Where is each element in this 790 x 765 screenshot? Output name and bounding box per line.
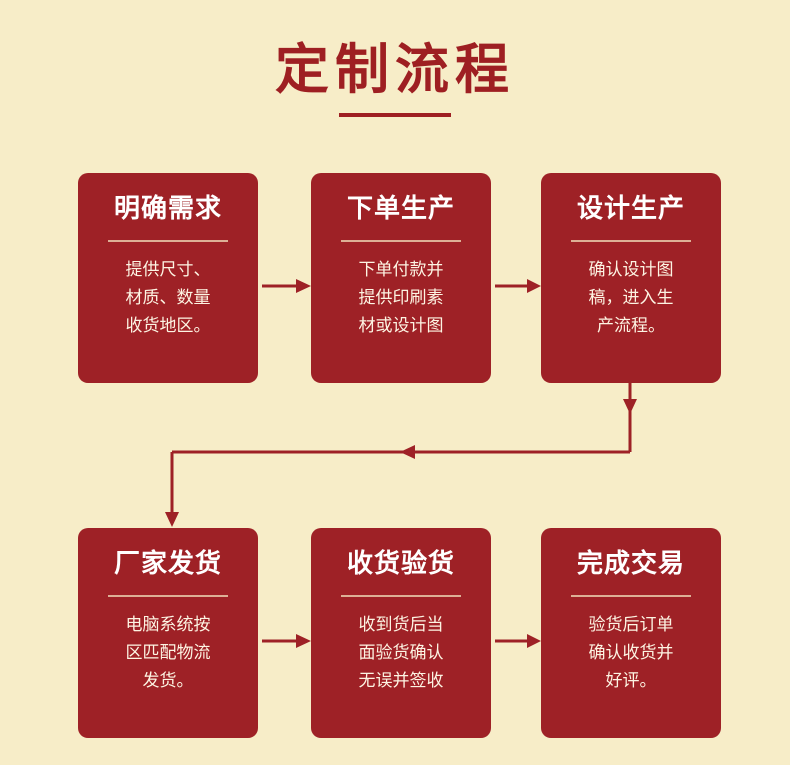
flow-step-card-6[interactable]: 完成交易 验货后订单 确认收货并 好评。 bbox=[541, 528, 721, 738]
flow-step-body-4: 电脑系统按 区匹配物流 发货。 bbox=[125, 614, 211, 691]
flow-step-title-4: 厂家发货 bbox=[113, 549, 222, 579]
flow-step-card-4[interactable]: 厂家发货 电脑系统按 区匹配物流 发货。 bbox=[78, 528, 258, 738]
arrow-step3-step4 bbox=[165, 383, 637, 527]
flow-step-body-5: 收到货后当 面验货确认 无误并签收 bbox=[358, 614, 444, 691]
flow-step-card-2[interactable]: 下单生产 下单付款并 提供印刷素 材或设计图 bbox=[311, 173, 491, 383]
page-title-block: 定制流程 bbox=[0, 38, 790, 117]
flow-step-card-5[interactable]: 收货验货 收到货后当 面验货确认 无误并签收 bbox=[311, 528, 491, 738]
flow-step-divider-4 bbox=[108, 594, 228, 597]
flow-step-title-2: 下单生产 bbox=[346, 194, 455, 224]
flow-step-divider-6 bbox=[571, 594, 691, 597]
flow-step-body-6: 验货后订单 确认收货并 好评。 bbox=[588, 614, 674, 691]
flow-step-divider-3 bbox=[571, 239, 691, 242]
page-title: 定制流程 bbox=[275, 38, 515, 101]
flow-step-title-3: 设计生产 bbox=[576, 194, 685, 224]
flow-step-divider-2 bbox=[341, 239, 461, 242]
flow-step-title-5: 收货验货 bbox=[346, 549, 455, 579]
arrow-step1-step2 bbox=[262, 279, 311, 293]
arrow-step5-step6 bbox=[495, 634, 541, 648]
arrow-step2-step3 bbox=[495, 279, 541, 293]
flow-step-body-1: 提供尺寸、 材质、数量 收货地区。 bbox=[125, 259, 211, 336]
flow-step-card-1[interactable]: 明确需求 提供尺寸、 材质、数量 收货地区。 bbox=[78, 173, 258, 383]
flow-step-card-3[interactable]: 设计生产 确认设计图 稿，进入生 产流程。 bbox=[541, 173, 721, 383]
flow-step-body-3: 确认设计图 稿，进入生 产流程。 bbox=[588, 259, 674, 336]
title-underline bbox=[339, 112, 451, 117]
flow-step-title-1: 明确需求 bbox=[113, 194, 222, 224]
flow-step-divider-1 bbox=[108, 239, 228, 242]
flow-step-body-2: 下单付款并 提供印刷素 材或设计图 bbox=[358, 259, 444, 336]
arrow-step4-step5 bbox=[262, 634, 311, 648]
flow-step-divider-5 bbox=[341, 594, 461, 597]
flow-step-title-6: 完成交易 bbox=[576, 549, 685, 579]
